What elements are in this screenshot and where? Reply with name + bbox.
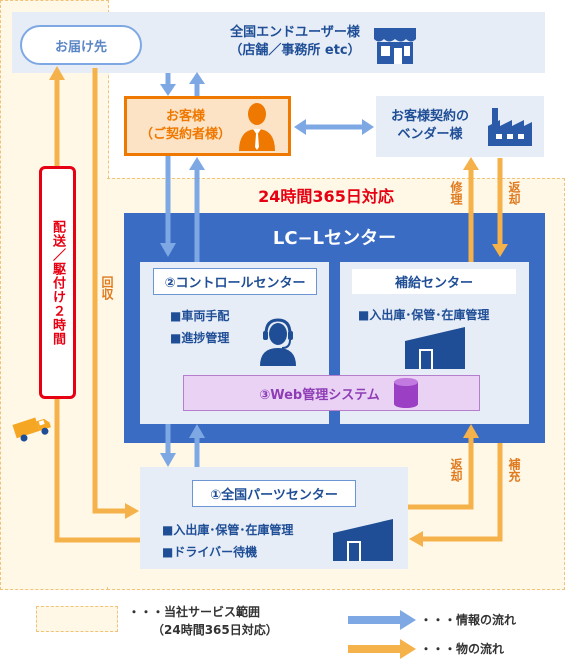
lcl-center-title-text: LC−Lセンター bbox=[272, 228, 397, 249]
parts-center-title: ①全国パーツセンター bbox=[192, 480, 356, 507]
warehouse-icon bbox=[333, 519, 393, 565]
truck-icon bbox=[12, 411, 52, 447]
web-system-bar: ③Web管理システム bbox=[183, 375, 480, 411]
delivery-note-text: 配送／駆付け２時間 bbox=[50, 219, 65, 346]
return-label-top: 返却 bbox=[507, 181, 521, 205]
supply-center-item-1: ■入出庫･保管･在庫管理 bbox=[358, 308, 490, 322]
warehouse-icon bbox=[405, 327, 465, 373]
legend-service-range-label: ・・・当社サービス範囲 （24時間365日対応） bbox=[128, 603, 278, 639]
web-system-label: ③Web管理システム bbox=[259, 387, 380, 403]
legend-service-range-line2: （24時間365日対応） bbox=[152, 623, 278, 637]
end-users-line1: 全国エンドユーザー様 bbox=[230, 25, 360, 40]
headset-operator-icon bbox=[258, 318, 298, 370]
collect-label: 回収 bbox=[100, 276, 114, 300]
parts-center-item-2: ■ドライバー待機 bbox=[162, 545, 258, 559]
vendor-line2: ベンダー様 bbox=[397, 127, 463, 142]
delivery-note-box: 配送／駆付け２時間 bbox=[39, 166, 76, 399]
database-icon bbox=[393, 377, 419, 413]
control-center-title: ②コントロールセンター bbox=[153, 268, 317, 295]
legend-info-arrow bbox=[348, 610, 416, 630]
delivery-destination-pill: お届け先 bbox=[20, 25, 142, 65]
control-center-item: ■車両手配 ■進捗管理 bbox=[170, 305, 229, 349]
lcl-center-title: LC−Lセンター bbox=[124, 222, 545, 252]
control-center-item-1: ■車両手配 bbox=[170, 309, 230, 323]
return-label-bottom: 返却 bbox=[449, 458, 463, 482]
factory-icon bbox=[488, 108, 532, 150]
replenish-label: 補充 bbox=[507, 458, 521, 482]
customer-line2: （ご契約者様） bbox=[139, 127, 231, 142]
delivery-destination-label: お届け先 bbox=[54, 39, 107, 55]
supply-center-title-text: 補給センター bbox=[394, 276, 473, 291]
legend-service-range-line1: ・・・当社サービス範囲 bbox=[128, 605, 261, 619]
customer-line1: お客様 bbox=[165, 109, 205, 124]
supply-center-title: 補給センター bbox=[352, 269, 516, 294]
end-users-label: 全国エンドユーザー様 （店舗／事務所 etc） bbox=[190, 18, 400, 66]
parts-center-title-text: ①全国パーツセンター bbox=[210, 488, 338, 503]
store-icon bbox=[372, 26, 418, 70]
repair-label: 修理 bbox=[449, 181, 463, 205]
legend-goods-label: ・・・物の流れ bbox=[420, 642, 505, 656]
support-hours-text: 24時間365日対応 bbox=[258, 187, 394, 206]
supply-center-item: ■入出庫･保管･在庫管理 bbox=[358, 304, 489, 326]
legend-service-range-swatch bbox=[36, 606, 118, 632]
vendor-label: お客様契約の ベンダー様 bbox=[378, 103, 482, 149]
parts-center-item-1: ■入出庫･保管･在庫管理 bbox=[162, 523, 294, 537]
legend-info-label: ・・・情報の流れ bbox=[420, 613, 517, 627]
legend-goods-arrow bbox=[348, 639, 416, 659]
parts-center-item: ■入出庫･保管･在庫管理 ■ドライバー待機 bbox=[162, 519, 293, 563]
support-hours-label: 24時間365日対応 bbox=[236, 182, 416, 208]
vendor-line1: お客様契約の bbox=[390, 109, 469, 124]
end-users-line2: （店舗／事務所 etc） bbox=[229, 43, 361, 58]
control-center-title-text: ②コントロールセンター bbox=[164, 276, 306, 291]
business-person-icon bbox=[237, 101, 277, 155]
control-center-item-2: ■進捗管理 bbox=[170, 331, 230, 345]
